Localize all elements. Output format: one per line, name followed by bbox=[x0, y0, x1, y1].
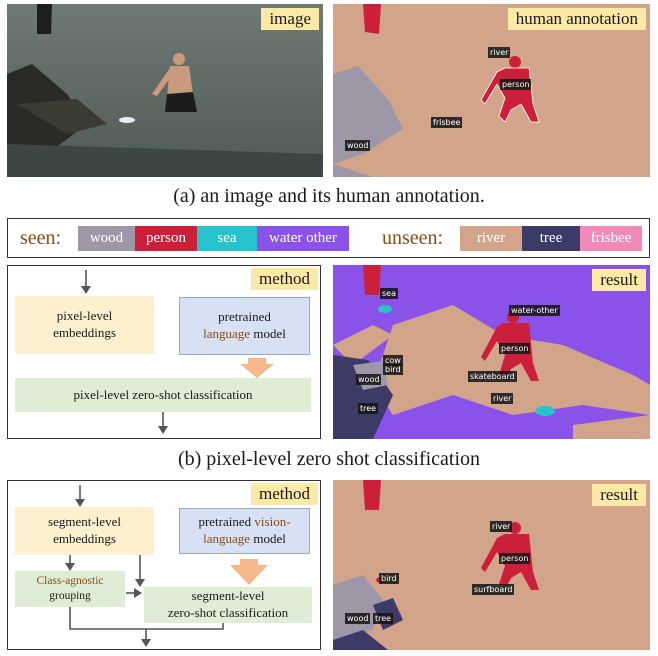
pixel-result-tag: result bbox=[592, 269, 646, 291]
image-tag: image bbox=[261, 8, 319, 30]
pixel-embeddings-box: pixel-level embeddings bbox=[15, 296, 154, 354]
segment-classification-box: segment-level zero-shot classification bbox=[144, 587, 312, 623]
pixel-label-skateboard: skateboard bbox=[468, 371, 517, 382]
pixel-label-river: river bbox=[491, 393, 514, 404]
pixel-label-sea: sea bbox=[380, 288, 398, 299]
grouping-box: Class-agnostic grouping bbox=[15, 571, 125, 607]
seen-heading: seen: bbox=[20, 227, 62, 249]
annotation-mask bbox=[333, 4, 650, 177]
segment-vlm-suffix: model bbox=[253, 531, 286, 546]
seen-chip-sea: sea bbox=[197, 226, 257, 251]
segment-result-tag: result bbox=[592, 484, 646, 506]
class-legend: seen: wood person sea water other unseen… bbox=[7, 218, 650, 258]
segment-method-tag: method bbox=[251, 483, 318, 505]
segment-label-tree: tree bbox=[373, 613, 394, 624]
grouping-line2: grouping bbox=[49, 590, 91, 602]
annot-label-person: person bbox=[500, 79, 532, 90]
segment-method-panel: method segment-level embeddings pretrain… bbox=[7, 480, 321, 650]
grouping-line1: Class-agnostic bbox=[36, 575, 104, 588]
segment-vlm-line1: pretrained vision- bbox=[198, 514, 290, 531]
segment-flow-arrows bbox=[65, 485, 268, 647]
source-photo bbox=[7, 4, 323, 177]
seen-chip-wood: wood bbox=[78, 226, 135, 251]
segment-vlm-prefix: pretrained bbox=[198, 514, 252, 530]
segment-label-wood: wood bbox=[345, 613, 371, 624]
segment-label-bird: bird bbox=[379, 573, 399, 584]
segment-vlm-box: pretrained vision- language model bbox=[179, 508, 310, 554]
segment-label-surfboard: surfboard bbox=[472, 584, 515, 595]
pixel-lm-prefix: pretrained bbox=[218, 309, 271, 325]
annot-label-river: river bbox=[488, 47, 511, 58]
caption-a: (a) an image and its human annotation. bbox=[173, 185, 485, 207]
pixel-lm-suffix: model bbox=[253, 326, 286, 341]
segment-vlm-highlight-2: language bbox=[203, 531, 251, 546]
pixel-result-image: result sea water-other person cow bird w… bbox=[333, 265, 650, 439]
pixel-lm-line2: language model bbox=[203, 326, 286, 343]
pixel-method-tag: method bbox=[251, 268, 318, 290]
unseen-heading: unseen: bbox=[382, 227, 444, 249]
seen-chip-person: person bbox=[135, 226, 197, 251]
pixel-lm-highlight: language bbox=[203, 326, 251, 341]
pixel-classification-box: pixel-level zero-shot classification bbox=[15, 378, 311, 412]
annotation-tag: human annotation bbox=[507, 8, 646, 30]
unseen-chip-river: river bbox=[460, 226, 522, 251]
seen-chip-water-other: water other bbox=[257, 226, 349, 251]
caption-b: (b) pixel-level zero shot classification bbox=[177, 448, 481, 470]
segment-label-person: person bbox=[499, 553, 531, 564]
pixel-flow-arrows bbox=[81, 270, 274, 434]
segment-result-image: result river person bird surfboard wood … bbox=[333, 480, 650, 650]
human-annotation-image: human annotation river person frisbee wo… bbox=[333, 4, 650, 177]
unseen-chip-tree: tree bbox=[522, 226, 580, 251]
segment-vlm-highlight-1: vision- bbox=[254, 514, 291, 530]
segment-embeddings-box: segment-level embeddings bbox=[15, 507, 154, 555]
pixel-label-tree: tree bbox=[358, 403, 379, 414]
annot-label-wood: wood bbox=[345, 140, 371, 151]
pixel-label-person: person bbox=[499, 343, 531, 354]
segment-label-river: river bbox=[490, 521, 513, 532]
pixel-label-wood: wood bbox=[356, 374, 382, 385]
segment-cls-line1: segment-level bbox=[191, 588, 265, 604]
pixel-label-water-other: water-other bbox=[509, 305, 560, 316]
pixel-method-panel: method pixel-level embeddings pretrained… bbox=[7, 265, 321, 439]
pixel-label-bird: bird bbox=[383, 364, 403, 375]
pixel-language-model-box: pretrained language model bbox=[179, 297, 310, 355]
pixel-label-cow: cow bbox=[383, 355, 403, 366]
source-image: image bbox=[7, 4, 323, 177]
annot-label-frisbee: frisbee bbox=[431, 117, 463, 128]
unseen-chip-frisbee: frisbee bbox=[580, 226, 642, 251]
segment-cls-line2: zero-shot classification bbox=[167, 605, 289, 620]
segment-vlm-line2: language model bbox=[203, 531, 286, 548]
